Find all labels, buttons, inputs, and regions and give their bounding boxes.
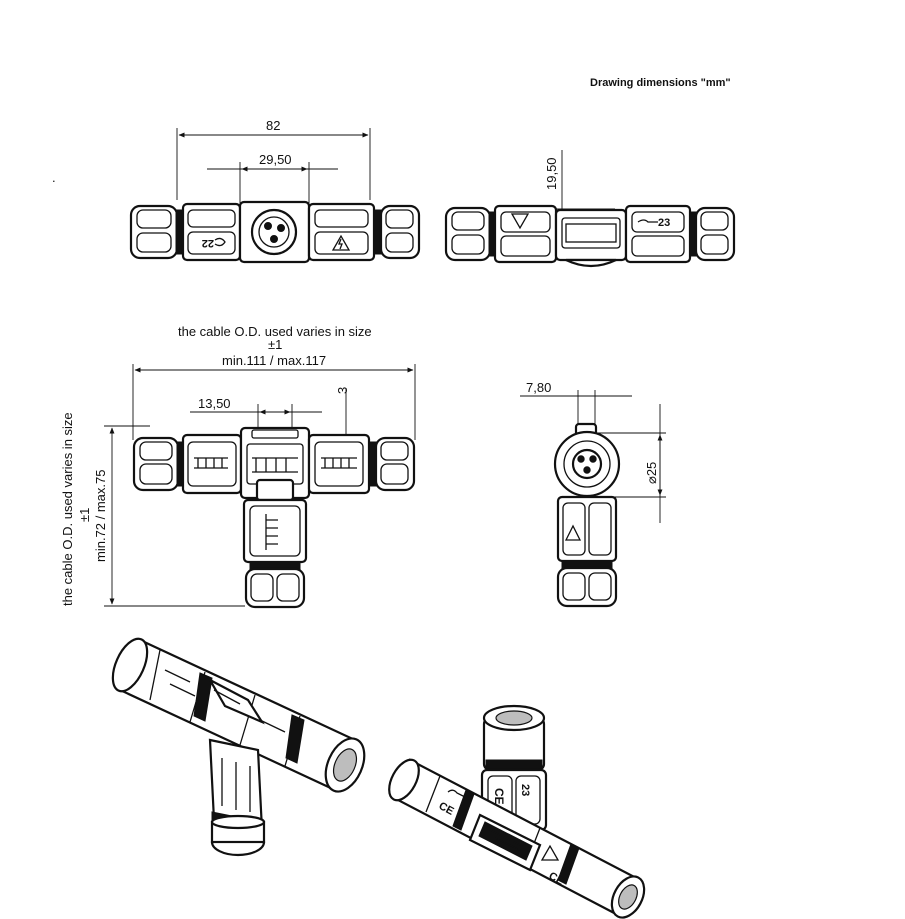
tolerance-vertical: ±1: [77, 508, 92, 522]
cable-note-horizontal: the cable O.D. used varies in size: [178, 324, 372, 339]
isometric-view-right: CE 23 CE CE: [388, 704, 646, 919]
drawing-title: Drawing dimensions "mm": [590, 77, 731, 89]
front-t-view: the cable O.D. used varies in size ±1 mi…: [60, 324, 416, 609]
dim-diameter: ⌀25: [644, 462, 659, 484]
hazard-icon-end: [564, 524, 582, 541]
dim-inner-width: 13,50: [198, 396, 231, 411]
hazard-icon-iso: [540, 844, 560, 861]
wrench-marking-left: 22: [202, 237, 214, 249]
isometric-view-left: [111, 637, 366, 857]
stray-mark: .: [52, 170, 56, 185]
dim-overall-length-top: 82: [266, 118, 280, 133]
wrench-marking-side: 23: [658, 217, 670, 229]
wrench-marking-iso: 23: [519, 784, 531, 796]
wrench-icon-iso: [447, 789, 466, 798]
ce-mark-top: CE: [492, 788, 506, 805]
dim-length-range: min.111 / max.117: [222, 353, 326, 368]
dim-side-height: 19,50: [544, 157, 559, 190]
tolerance-horizontal: ±1: [268, 337, 282, 352]
cable-note-vertical: the cable O.D. used varies in size: [60, 412, 75, 606]
end-view: 7,80 ⌀25: [520, 380, 666, 608]
hazard-icon: [331, 234, 351, 251]
dim-flat-width: 7,80: [526, 380, 551, 395]
dim-height-range: min.72 / max.75: [93, 470, 108, 563]
hazard-icon-side: [510, 213, 530, 230]
top-view-left: 82 29,50 22: [129, 118, 421, 264]
side-view-right: 19,50 23: [444, 150, 736, 268]
wrench-icon-side: [637, 219, 658, 223]
dim-center-width-top: 29,50: [259, 152, 292, 167]
dim-offset: 3: [335, 387, 350, 394]
